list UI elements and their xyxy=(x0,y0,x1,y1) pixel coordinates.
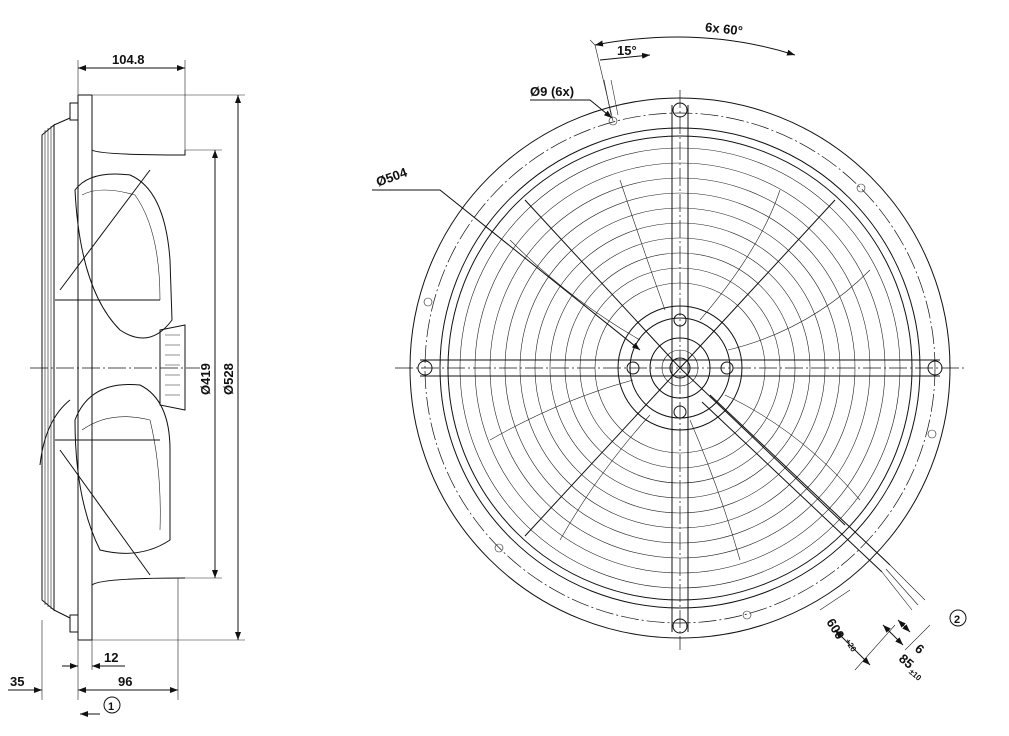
dim-small-offset: 12 xyxy=(104,650,118,665)
dim-strip-length-group: 85 ±10 xyxy=(896,651,923,683)
front-view xyxy=(372,36,967,671)
dim-strip-length-tol: ±10 xyxy=(907,667,923,683)
dim-hole-diameter: Ø9 (6x) xyxy=(530,84,574,99)
dim-cable-length-group: 600 +20 xyxy=(823,616,858,654)
dim-outer-diameter: Ø528 xyxy=(221,363,236,395)
dim-wire-end: 6 xyxy=(912,641,927,657)
dim-top-depth: 104.8 xyxy=(112,52,145,67)
dim-left-offset: 35 xyxy=(10,674,24,689)
dim-angle-offset: 15° xyxy=(617,43,637,58)
dim-angle-total: 6x 60° xyxy=(704,19,743,38)
dim-cable-length: 600 xyxy=(823,616,847,642)
dim-bolt-circle: Ø504 xyxy=(374,164,410,189)
dim-bottom-depth: 96 xyxy=(118,674,132,689)
dim-inner-diameter: Ø419 xyxy=(198,363,213,395)
callout-cable: 2 xyxy=(954,614,960,626)
side-view xyxy=(8,60,245,717)
callout-airflow: 1 xyxy=(108,701,114,713)
